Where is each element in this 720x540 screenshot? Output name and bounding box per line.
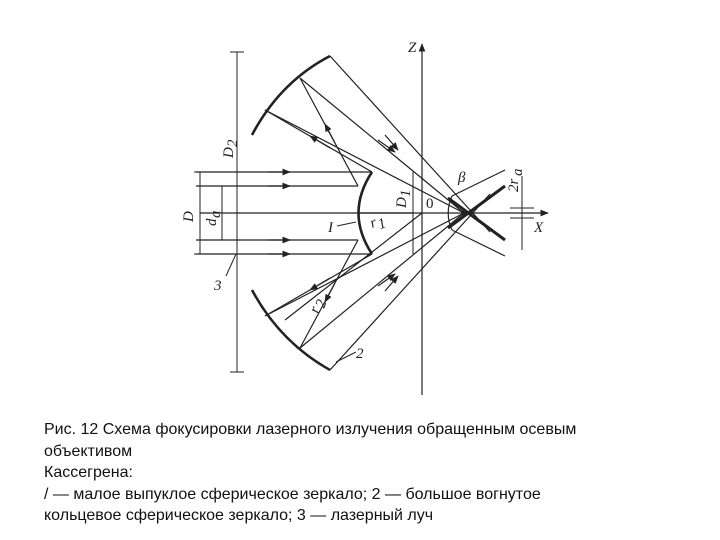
ray-arrow	[309, 135, 331, 149]
focus-ray	[264, 109, 465, 214]
ref-label-3: 3	[213, 278, 222, 294]
ra-label: 2r	[506, 179, 522, 193]
focus-cone	[451, 229, 506, 257]
d2-subscript: 2	[225, 139, 241, 147]
focus-ray	[329, 193, 491, 371]
d1-label: D	[394, 197, 410, 209]
d1-subscript: 1	[398, 190, 414, 198]
beta-arc	[447, 195, 453, 231]
cassegrain-diagram: Z X 0 β D 2 D d a D 1 2r a r 1 r 2 I 2 3	[181, 40, 549, 395]
focus-cone	[451, 169, 506, 197]
focus-ray-arrow	[384, 134, 399, 151]
ref-label-1: I	[327, 220, 334, 236]
focus-point	[461, 210, 467, 216]
origin-label: 0	[426, 196, 434, 212]
focus-ray	[329, 55, 491, 233]
focus-ray-arrow	[377, 139, 396, 153]
focus-ray	[264, 212, 465, 317]
large-mirror-lower	[250, 289, 331, 372]
focus-ray	[299, 77, 465, 214]
ray-arrow	[309, 277, 331, 291]
da-subscript: a	[208, 211, 224, 219]
leader-1	[336, 221, 357, 227]
focus-cone	[447, 196, 506, 242]
x-axis-label: X	[533, 220, 544, 236]
r2-label: r	[307, 304, 324, 315]
radius-r2	[284, 212, 423, 321]
ray-arrow	[324, 123, 336, 144]
focus-ray-arrow	[384, 275, 399, 292]
ray-arrow	[324, 282, 336, 303]
z-axis-label: Z	[408, 40, 417, 56]
caption-line-4: / — малое выпуклое сферическое зеркало; …	[44, 485, 541, 503]
figure-caption: Рис. 12 Схема фокусировки лазерного излу…	[44, 419, 684, 527]
ra-subscript: a	[510, 169, 526, 177]
focus-ray	[299, 212, 465, 349]
da-label: d	[204, 218, 220, 226]
large-mirror-upper	[250, 54, 331, 136]
caption-line-5: кольцевое сферическое зеркало; 3 — лазер…	[44, 507, 434, 524]
ref-label-2: 2	[356, 346, 364, 362]
caption-line-1: Рис. 12 Схема фокусировки лазерного излу…	[44, 421, 577, 438]
focus-ray-arrow	[377, 273, 396, 287]
focus-cone	[447, 184, 506, 230]
r1-subscript: 1	[376, 216, 389, 234]
d-label: D	[181, 211, 197, 223]
caption-line-2: объективом	[44, 442, 133, 460]
leader-3	[225, 253, 237, 277]
d2-label: D	[221, 147, 237, 159]
beta-label: β	[457, 170, 466, 186]
caption-line-3: Кассегрена:	[44, 464, 133, 481]
r1-label: r	[368, 215, 379, 232]
leader-2	[335, 351, 357, 363]
